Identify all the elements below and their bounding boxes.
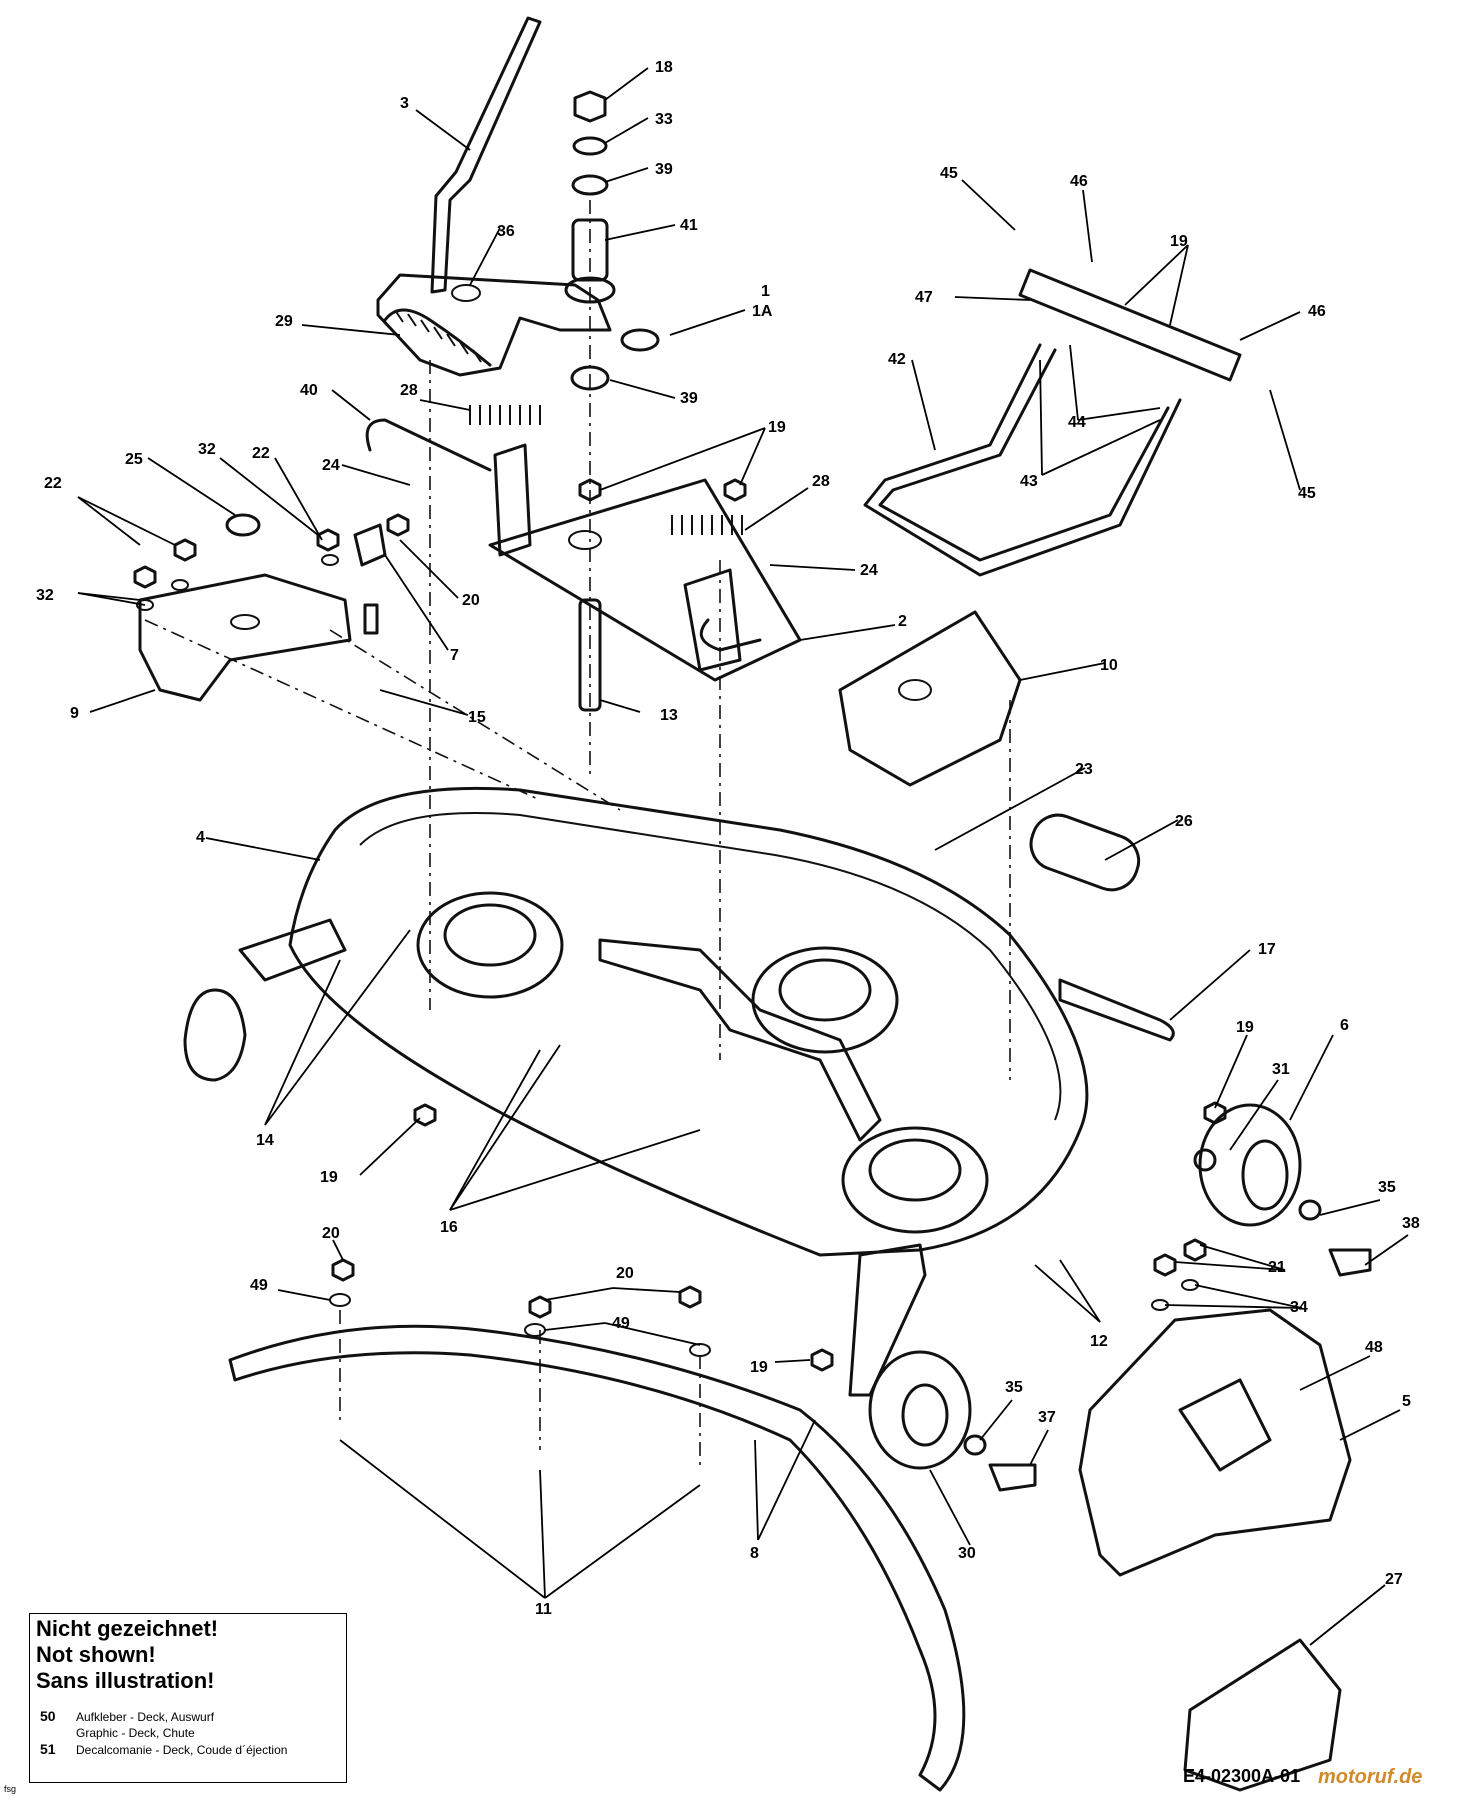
callout-34: 34 <box>1290 1299 1308 1316</box>
legend-title-de: Nicht gezeichnet! <box>36 1616 219 1641</box>
callout-28: 28 <box>812 473 830 490</box>
callout-1a: 1A <box>752 303 773 320</box>
alignment-lines <box>144 200 1011 1470</box>
mower-deck <box>183 786 1089 1397</box>
callout-38: 38 <box>1402 1215 1420 1232</box>
callout-16: 16 <box>440 1219 458 1236</box>
callout-35: 35 <box>1005 1379 1023 1396</box>
callout-9: 9 <box>70 705 79 722</box>
callout-39: 39 <box>655 161 673 178</box>
callout-26: 26 <box>1175 813 1193 830</box>
callout-22: 22 <box>44 475 62 492</box>
drawing-number: E4-02300A-01 <box>1183 1766 1301 1786</box>
callout-8: 8 <box>750 1545 759 1562</box>
callout-20: 20 <box>322 1225 340 1242</box>
leader-lines <box>77 67 1409 1646</box>
callout-12: 12 <box>1090 1333 1108 1350</box>
callout-35: 35 <box>1378 1179 1396 1196</box>
not-shown-legend: Nicht gezeichnet! Not shown! Sans illust… <box>29 1613 347 1783</box>
legend-item-number: 50 <box>40 1708 56 1724</box>
rear-hanger-assembly <box>863 268 1242 577</box>
callout-labels: 18 33 39 41 1 1A 39 3 36 29 28 40 24 19 … <box>36 59 1420 1618</box>
callout-49: 49 <box>612 1315 630 1332</box>
callout-19: 19 <box>1236 1019 1254 1036</box>
callout-32: 32 <box>198 441 216 458</box>
callout-2: 2 <box>898 613 907 630</box>
front-baffle <box>228 1324 966 1792</box>
corner-mark: fsg <box>4 1784 17 1794</box>
callout-21: 21 <box>1268 1259 1286 1276</box>
callout-27: 27 <box>1385 1571 1403 1588</box>
callout-39: 39 <box>680 390 698 407</box>
callout-18: 18 <box>655 59 673 76</box>
callout-13: 13 <box>660 707 678 724</box>
callout-7: 7 <box>450 647 459 664</box>
callout-11: 11 <box>535 1601 552 1618</box>
callout-6: 6 <box>1340 1017 1349 1034</box>
legend-item-text: Aufkleber - Deck, Auswurf <box>76 1710 215 1724</box>
callout-24: 24 <box>322 457 340 474</box>
center-mounting-plate <box>365 405 802 712</box>
callout-25: 25 <box>125 451 143 468</box>
deck-roller <box>1029 813 1175 1042</box>
legend-item-text: Graphic - Deck, Chute <box>76 1726 195 1740</box>
callout-36: 36 <box>497 223 515 240</box>
callout-17: 17 <box>1258 941 1276 958</box>
callout-48: 48 <box>1365 1339 1383 1356</box>
callout-23: 23 <box>1075 761 1093 778</box>
callout-15: 15 <box>468 709 486 726</box>
callout-32: 32 <box>36 587 54 604</box>
callout-30: 30 <box>958 1545 976 1562</box>
callout-19: 19 <box>768 419 786 436</box>
callout-29: 29 <box>275 313 293 330</box>
legend-title-fr: Sans illustration! <box>36 1668 215 1693</box>
callout-4: 4 <box>196 829 205 846</box>
callout-44: 44 <box>1068 414 1086 431</box>
spindle-stack <box>564 90 660 391</box>
discharge-chute <box>1078 1308 1352 1792</box>
callout-40: 40 <box>300 382 318 399</box>
front-gauge-wheel <box>868 1350 1037 1492</box>
callout-19: 19 <box>320 1169 338 1186</box>
callout-19: 19 <box>1170 233 1188 250</box>
callout-45: 45 <box>1298 485 1316 502</box>
callout-20: 20 <box>616 1265 634 1282</box>
callout-45: 45 <box>940 165 958 182</box>
legend-item-number: 51 <box>40 1741 56 1757</box>
callout-33: 33 <box>655 111 673 128</box>
callout-46: 46 <box>1308 303 1326 320</box>
callout-19: 19 <box>750 1359 768 1376</box>
callout-41: 41 <box>680 217 698 234</box>
left-deck-bracket <box>138 513 387 702</box>
callout-49: 49 <box>250 1277 268 1294</box>
callout-1: 1 <box>761 283 770 300</box>
callout-14: 14 <box>256 1132 274 1149</box>
callout-47: 47 <box>915 289 933 306</box>
callout-20: 20 <box>462 592 480 609</box>
hardware-nuts <box>133 478 1227 1372</box>
callout-22: 22 <box>252 445 270 462</box>
callout-5: 5 <box>1402 1393 1411 1410</box>
callout-42: 42 <box>888 351 906 368</box>
legend-item-text: Decalcomanie - Deck, Coude d´éjection <box>76 1743 288 1757</box>
callout-43: 43 <box>1020 473 1038 490</box>
lift-handle-assembly <box>376 16 612 377</box>
legend-title-en: Not shown! <box>36 1642 156 1667</box>
callout-46: 46 <box>1070 173 1088 190</box>
callout-24: 24 <box>860 562 878 579</box>
site-watermark: motoruf.de <box>1318 1766 1423 1788</box>
callout-10: 10 <box>1100 657 1118 674</box>
callout-31: 31 <box>1272 1061 1290 1078</box>
callout-37: 37 <box>1038 1409 1056 1426</box>
callout-3: 3 <box>400 95 409 112</box>
callout-28: 28 <box>400 382 418 399</box>
right-gauge-wheel <box>1193 1103 1372 1277</box>
belt-cover <box>838 610 1022 787</box>
